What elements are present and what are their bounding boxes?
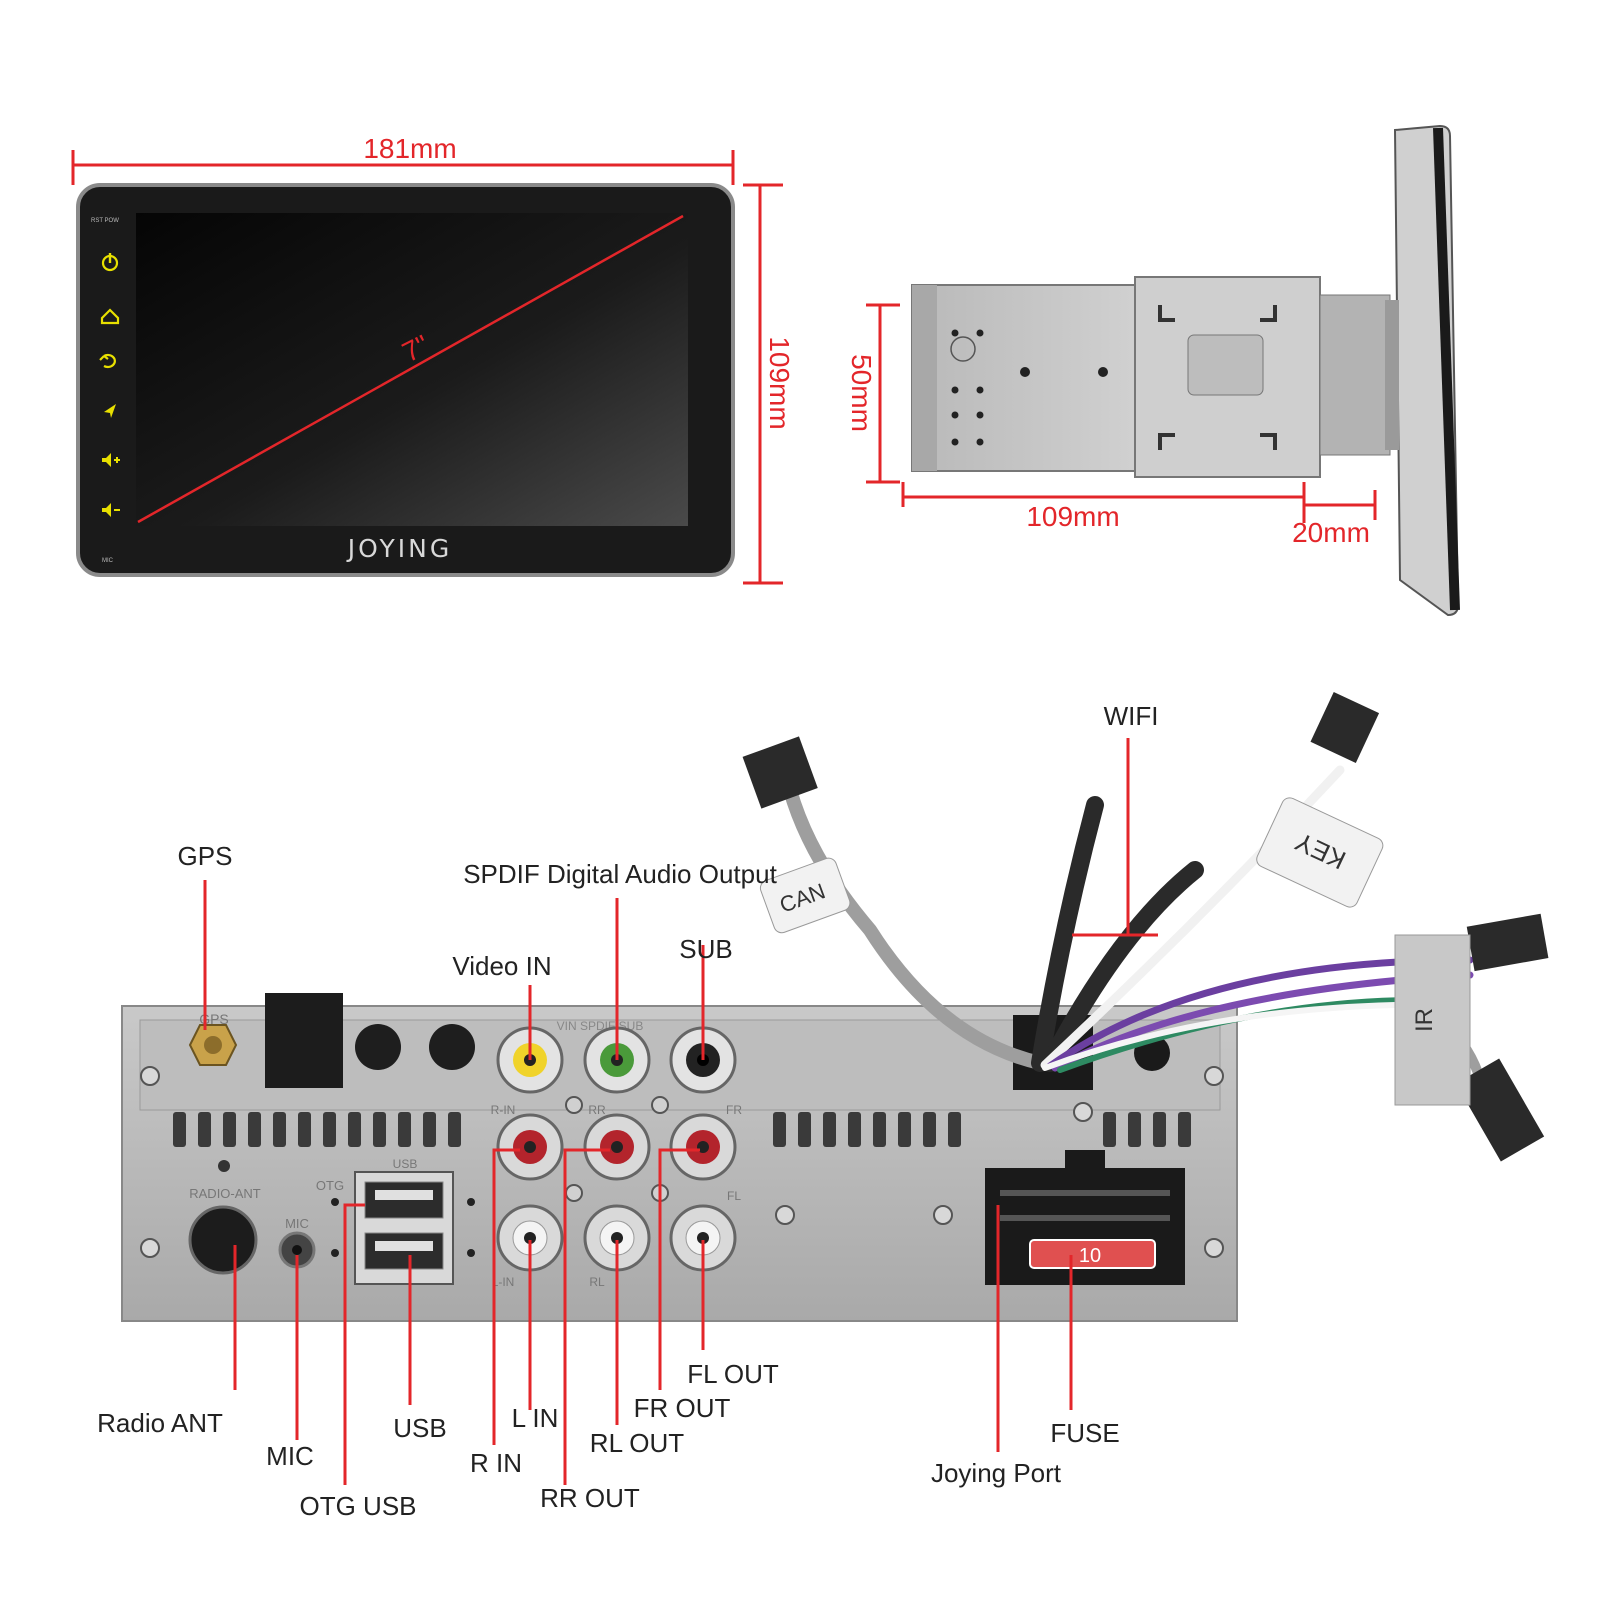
mic-jack-hole [292,1245,302,1255]
fl-out-label: FL OUT [687,1359,779,1389]
key-tag: KEY [1256,797,1384,908]
panel-usb-print: USB [393,1157,418,1171]
home-icon[interactable] [100,308,120,325]
r-in-leader [492,1148,520,1445]
usb-tongue [375,1241,433,1251]
fuse-value: 10 [1079,1245,1101,1267]
fr-out-leader [658,1148,700,1390]
fr-out-jack[interactable] [669,1113,737,1181]
joying-port-latch [1065,1150,1105,1170]
rear-view: GPS RADIO-ANT OTG USB MIC VIN SPDIF SUB … [121,691,1549,1322]
rst-pow-label: RST POW [91,218,119,224]
fuse[interactable] [1029,1239,1156,1269]
power-icon[interactable] [101,253,119,272]
navigation-icon[interactable] [104,404,116,418]
protrusion-label: 20mm [1292,517,1370,548]
otg-usb-leader [343,1203,365,1485]
l-in-jack[interactable] [496,1204,564,1272]
hinge [1385,300,1399,450]
volume-down-icon[interactable] [102,503,120,517]
l-in-label: L IN [512,1403,559,1433]
r-in-label: R IN [470,1448,522,1478]
fuse-label: FUSE [1050,1418,1119,1448]
volume-up-icon[interactable] [102,453,120,467]
otg-usb-tongue [375,1190,433,1200]
fr-out-label: FR OUT [634,1393,731,1423]
video-in-label: Video IN [452,951,551,981]
radio-ant-label: Radio ANT [97,1408,223,1438]
otg-usb-label: OTG USB [299,1491,416,1521]
can-tag: CAN [759,857,851,934]
svg-text:IR: IR [1411,1008,1438,1032]
sleeve-flange [1319,294,1391,456]
r-in-jack[interactable] [496,1113,564,1181]
sub-label: SUB [679,934,732,964]
side-view: 50mm 109mm 20mm [846,124,1460,617]
back-icon[interactable] [99,353,116,369]
panel-gps-print: GPS [199,1011,229,1027]
diagonal-line [137,214,684,524]
callout-lines [203,738,1158,1485]
chassis-logo [950,336,976,362]
ir-tag: IR [1394,934,1471,1106]
panel-rr-print: RR [588,1103,606,1117]
wifi-module-block [265,993,343,1088]
panel-radio-ant-print: RADIO-ANT [189,1186,261,1201]
panel-mic-print: MIC [285,1216,309,1231]
panel-fl-print: FL [727,1189,741,1203]
panel-lin-print: L-IN [492,1275,515,1289]
spdif-label: SPDIF Digital Audio Output [463,859,777,889]
blank-port-1 [355,1024,401,1070]
sleeve-tab [1187,334,1264,396]
radio-ant-screw [218,1160,230,1172]
sleeve-brackets [1158,305,1277,450]
front-mic-label: MIC [102,558,114,564]
usb-side-dots [331,1198,475,1257]
rr-out-label: RR OUT [540,1483,640,1513]
chassis-holes [951,329,1108,446]
radio-ant-jack[interactable] [188,1205,258,1275]
panel-otg-print: OTG [316,1178,344,1193]
rca-screws [565,1096,669,1202]
height-label: 109mm [764,336,795,429]
rl-out-label: RL OUT [590,1428,684,1458]
depth-label: 109mm [1026,501,1119,532]
panel-fr-print: FR [726,1103,742,1117]
side-height-label: 50mm [846,354,877,432]
chassis-end [912,285,937,471]
panel-rin-print: R-IN [491,1103,516,1117]
joying-port-label: Joying Port [931,1458,1062,1488]
rr-out-leader [563,1148,610,1485]
panel-rl-print: RL [589,1275,605,1289]
brand-logo: JOYING [346,534,452,563]
wifi-label: WIFI [1104,701,1159,731]
usb-label: USB [393,1413,446,1443]
front-view: 181mm RST POW MIC 7" [71,133,795,585]
panel-screws [140,1066,1224,1258]
rr-out-jack[interactable] [583,1113,651,1181]
vent-slots [173,1112,1191,1147]
connector-pins [1000,1190,1170,1221]
mic-label: MIC [266,1441,314,1471]
width-label: 181mm [363,133,456,164]
screen-glass-edge [1433,127,1460,611]
gps-label: GPS [178,841,233,871]
cable-connectors [742,691,1549,1162]
blank-port-2 [429,1024,475,1070]
gps-connector[interactable] [188,1024,238,1066]
